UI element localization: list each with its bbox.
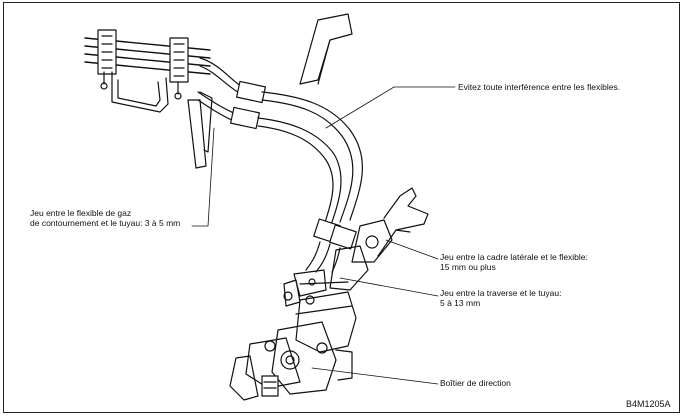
steering-gearbox xyxy=(229,291,357,401)
hose-clip-bracket xyxy=(84,29,211,113)
column-body xyxy=(283,245,369,307)
leader-lines xyxy=(191,86,456,385)
callout-crossmember-line1: Jeu entre la traverse et le tuyau: xyxy=(440,288,562,298)
callout-crossmember-line2: 5 à 13 mm xyxy=(440,298,481,308)
leader-interference xyxy=(325,86,456,129)
callout-bypass-line2: de contournement et le tuyau: 3 à 5 mm xyxy=(30,218,181,228)
hose-pair xyxy=(197,57,363,273)
vertical-pipe-left xyxy=(187,91,213,169)
leader-frame xyxy=(385,239,439,260)
callout-interference: Evitez toute interférence entre les flex… xyxy=(458,82,621,92)
figure-border xyxy=(3,2,680,413)
leader-bypass xyxy=(191,127,215,227)
callout-steering-box: Boîtier de direction xyxy=(440,378,511,388)
leader-crossmember xyxy=(339,277,439,297)
upper-bracket-tube xyxy=(299,13,353,85)
steering-yoke xyxy=(351,187,429,263)
leader-steering-box xyxy=(311,367,439,385)
callout-frame-line1: Jeu entre la cadre latérale et le flexib… xyxy=(440,252,588,262)
figure-code: B4M1205A xyxy=(626,399,671,409)
callout-frame-line2: 15 mm ou plus xyxy=(440,262,496,272)
callout-bypass-line1: Jeu entre le flexible de gaz xyxy=(30,208,132,218)
